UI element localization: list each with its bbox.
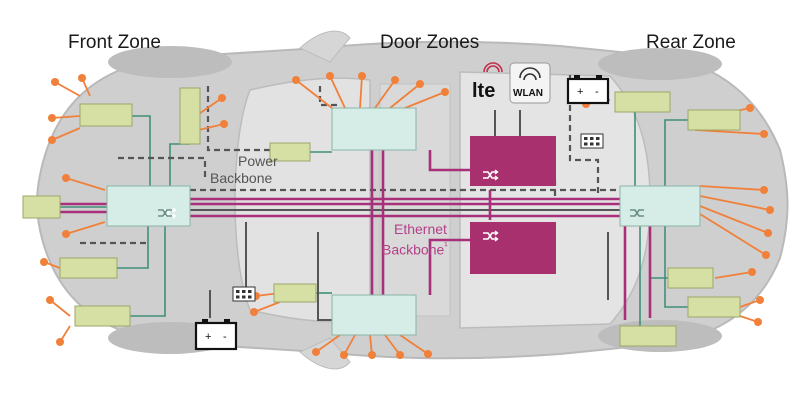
battery-plus: + (205, 331, 211, 343)
fuse-box-icon-rear (580, 133, 604, 149)
wlan-logo: WLAN (509, 62, 551, 104)
ecu-modules (22, 87, 741, 347)
lte-logo: lte (472, 62, 503, 102)
power-wiring (190, 110, 620, 321)
switch-icon-rear-zone (630, 209, 644, 217)
battery-icon-rear: + - (566, 75, 610, 105)
power-backbone-label-line2: Backbone (210, 170, 273, 186)
ecu-door-1 (269, 142, 311, 162)
ecu-front-3 (22, 195, 61, 219)
zone-controller-door-bottom (331, 294, 417, 336)
ecu-door-2 (273, 283, 317, 303)
ethernet-backbone-label: Ethernet Backbone¹ (382, 221, 448, 259)
ecu-front-5 (74, 305, 131, 327)
switch-icon-front-zone (158, 209, 172, 217)
battery-minus: - (595, 86, 599, 98)
battery-icon-front: + - (194, 319, 238, 351)
zone-controller-front (106, 185, 191, 227)
ethernet-backbone-label-line1: Ethernet (394, 221, 447, 237)
front-zone-title: Front Zone (68, 32, 161, 53)
battery-plus: + (577, 86, 583, 98)
ethernet-footnote-mark: ¹ (444, 241, 448, 252)
rear-zone-title: Rear Zone (646, 32, 736, 53)
central-switch-bottom (470, 222, 556, 274)
ecu-rear-5 (619, 325, 677, 347)
central-switches (470, 136, 556, 274)
wlan-text: WLAN (513, 88, 543, 99)
ecu-front-1 (79, 103, 133, 127)
power-backbone-label: Power Backbone (210, 153, 278, 187)
ecu-rear-4 (687, 296, 741, 318)
ecu-rear-3 (667, 267, 714, 289)
central-switch-top (470, 136, 556, 186)
sensor-nodes (40, 72, 774, 359)
power-backbone-label-line1: Power (238, 153, 278, 169)
zone-controller-door-top (331, 107, 417, 151)
ecu-front-4 (59, 257, 118, 279)
lte-text: lte (472, 80, 495, 102)
power-backbone (80, 75, 620, 245)
door-zones-title: Door Zones (380, 32, 480, 53)
ecu-rear-2 (687, 109, 741, 131)
zone-controllers (106, 107, 701, 336)
zone-switch-icons (158, 209, 644, 217)
zone-controller-rear (619, 185, 701, 227)
ethernet-backbone-label-line2: Backbone (382, 241, 445, 258)
fuse-box-icon-front (232, 286, 256, 302)
ecu-front-2 (179, 87, 201, 145)
ecu-rear-1 (614, 91, 671, 113)
battery-minus: - (223, 331, 227, 343)
